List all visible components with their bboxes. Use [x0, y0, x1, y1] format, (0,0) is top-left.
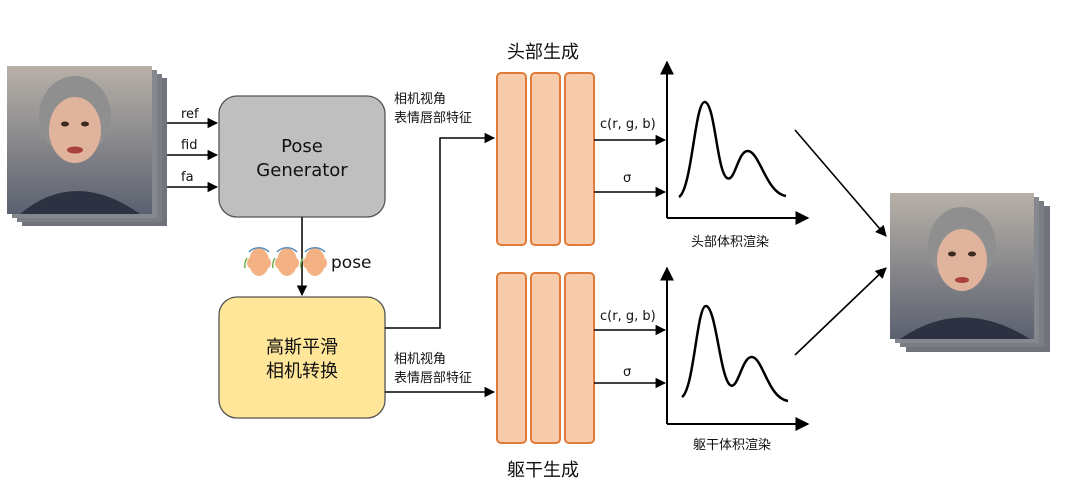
torso-mlp-layers — [496, 272, 595, 444]
input-portrait-stack — [7, 66, 167, 226]
head-to-output-arrow — [794, 129, 887, 237]
head-feature-arrow — [385, 132, 496, 329]
head-mlp-layers — [496, 72, 595, 246]
smoothing-line2: 相机转换 — [266, 361, 338, 382]
head-feature-label-line1: 相机视角 — [394, 92, 446, 107]
output-portrait — [890, 193, 1034, 339]
input-label-fa: fa — [181, 170, 194, 185]
head-pose-icon — [244, 247, 327, 276]
head-render-plot — [660, 60, 810, 225]
torso-feature-label-line2: 表情唇部特征 — [394, 371, 472, 386]
input-label-ref: ref — [181, 107, 199, 122]
torso-render-plot — [660, 266, 810, 431]
pose-label: pose — [331, 253, 372, 273]
head-generation-title: 头部生成 — [507, 42, 579, 63]
smoothing-line1: 高斯平滑 — [266, 337, 338, 358]
head-feature-label-line2: 表情唇部特征 — [394, 111, 472, 126]
input-label-fid: fid — [181, 138, 197, 153]
torso-feature-label-line1: 相机视角 — [394, 352, 446, 367]
input-arrows — [167, 117, 219, 193]
output-portrait-stack — [890, 193, 1050, 352]
head-color-label: c(r, g, b) — [600, 117, 656, 132]
pose-generator-line1: Pose — [281, 136, 323, 157]
torso-generation-title: 躯干生成 — [507, 460, 579, 481]
head-render-label: 头部体积渲染 — [691, 235, 769, 250]
input-portrait — [7, 66, 152, 214]
pose-generator-line2: Generator — [256, 160, 348, 181]
torso-to-output-arrow — [794, 267, 887, 356]
torso-render-label: 躯干体积渲染 — [693, 437, 771, 453]
torso-color-label: c(r, g, b) — [600, 309, 656, 324]
torso-density-label: σ — [623, 365, 631, 380]
head-density-label: σ — [623, 171, 631, 186]
smoothing-box — [218, 296, 386, 419]
